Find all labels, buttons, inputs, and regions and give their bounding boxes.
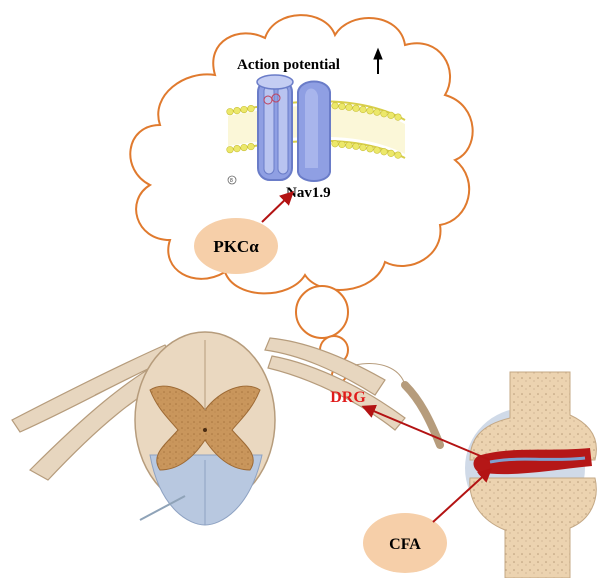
lipid-head bbox=[345, 141, 353, 149]
lipid-head bbox=[373, 146, 381, 154]
lipid-head bbox=[352, 104, 360, 112]
lipid-head bbox=[387, 149, 395, 157]
lipid-head bbox=[394, 113, 402, 121]
lower-bone bbox=[469, 477, 597, 578]
upper-bone bbox=[469, 371, 597, 461]
lipid-head bbox=[240, 143, 248, 152]
small-mark-text: 8 bbox=[230, 178, 233, 184]
joint-to-drg-arrow bbox=[361, 404, 491, 461]
lipid-head bbox=[359, 105, 367, 114]
knee-joint bbox=[465, 371, 597, 578]
nav19-channel bbox=[256, 74, 331, 182]
thought-bubble-large bbox=[295, 285, 349, 339]
lipid-head bbox=[247, 142, 255, 151]
pkca-label: PKCα bbox=[213, 237, 259, 256]
lipid-head bbox=[247, 104, 255, 113]
small-mark bbox=[227, 175, 237, 185]
lipid-head bbox=[345, 103, 353, 111]
lipid-head bbox=[233, 144, 241, 153]
lipid-head bbox=[233, 106, 241, 115]
action-potential-label: Action potential bbox=[237, 57, 340, 73]
lipid-head bbox=[331, 102, 339, 110]
lipid-head bbox=[338, 140, 346, 149]
lipid-head bbox=[387, 111, 395, 119]
lipid-head bbox=[394, 151, 402, 159]
lipid-head bbox=[366, 145, 374, 153]
cfa-bubble bbox=[363, 513, 447, 573]
pkca-to-nav19-arrow bbox=[261, 191, 295, 223]
spinal-cord bbox=[11, 331, 444, 526]
lipid-head bbox=[380, 148, 388, 156]
inflamed-cartilage bbox=[473, 448, 592, 475]
lipid-head bbox=[359, 143, 367, 152]
lipid-head bbox=[226, 108, 234, 116]
lipid-head bbox=[331, 140, 339, 148]
lipid-head bbox=[240, 105, 248, 114]
lipid-head bbox=[338, 102, 346, 111]
lipid-head bbox=[226, 146, 234, 154]
lipid-head bbox=[373, 108, 381, 116]
lipid-head bbox=[366, 107, 374, 115]
drg-label: DRG bbox=[330, 389, 366, 406]
lipid-head bbox=[380, 110, 388, 118]
cfa-label: CFA bbox=[389, 536, 421, 553]
nav19-label: Nav1.9 bbox=[286, 185, 331, 201]
pkca-bubble bbox=[194, 218, 278, 274]
lipid-head bbox=[352, 142, 360, 150]
cfa-to-joint-arrow bbox=[432, 468, 493, 523]
